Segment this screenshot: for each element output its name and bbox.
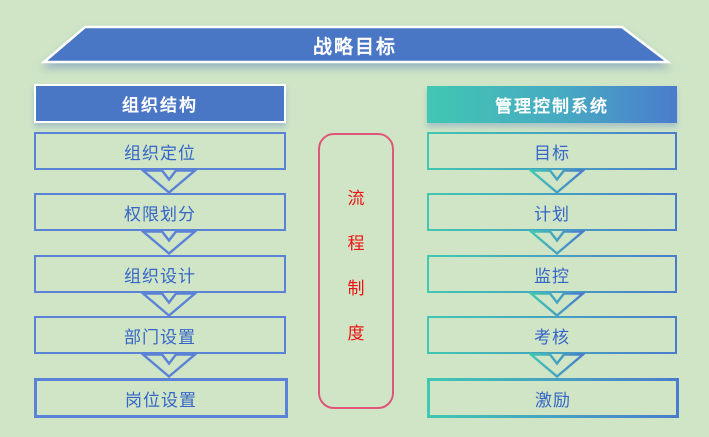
down-arrow-icon xyxy=(529,169,585,194)
flow-box-org-design: 组织设计 xyxy=(34,255,286,293)
strategy-banner-label: 战略目标 xyxy=(312,35,397,58)
down-arrow-icon xyxy=(141,353,197,378)
pill-char: 程 xyxy=(347,234,365,254)
down-arrow-icon xyxy=(529,230,585,255)
flow-box-position-setup: 岗位设置 xyxy=(34,378,288,418)
flow-box-authority-division: 权限划分 xyxy=(34,193,286,231)
down-arrow-icon xyxy=(141,230,197,255)
flow-box-assessment: 考核 xyxy=(427,316,677,354)
pill-char: 流 xyxy=(347,189,365,209)
down-arrow-icon xyxy=(529,292,585,317)
flow-box-goal: 目标 xyxy=(427,132,677,170)
process-system-pill: 流 程 制 度 xyxy=(318,133,394,409)
pill-char: 度 xyxy=(347,324,365,344)
right-column-header: 管理控制系统 xyxy=(427,86,677,123)
flow-box-department-setup: 部门设置 xyxy=(34,316,286,354)
flow-box-plan: 计划 xyxy=(427,193,677,231)
pill-char: 制 xyxy=(347,279,365,299)
down-arrow-icon xyxy=(529,353,585,378)
strategy-banner-trapezoid xyxy=(40,25,672,64)
flow-box-org-positioning: 组织定位 xyxy=(34,132,286,170)
flow-box-incentive: 激励 xyxy=(427,378,679,418)
left-column-header: 组织结构 xyxy=(34,84,286,123)
down-arrow-icon xyxy=(141,292,197,317)
down-arrow-icon xyxy=(141,169,197,194)
flow-box-monitor: 监控 xyxy=(427,255,677,293)
